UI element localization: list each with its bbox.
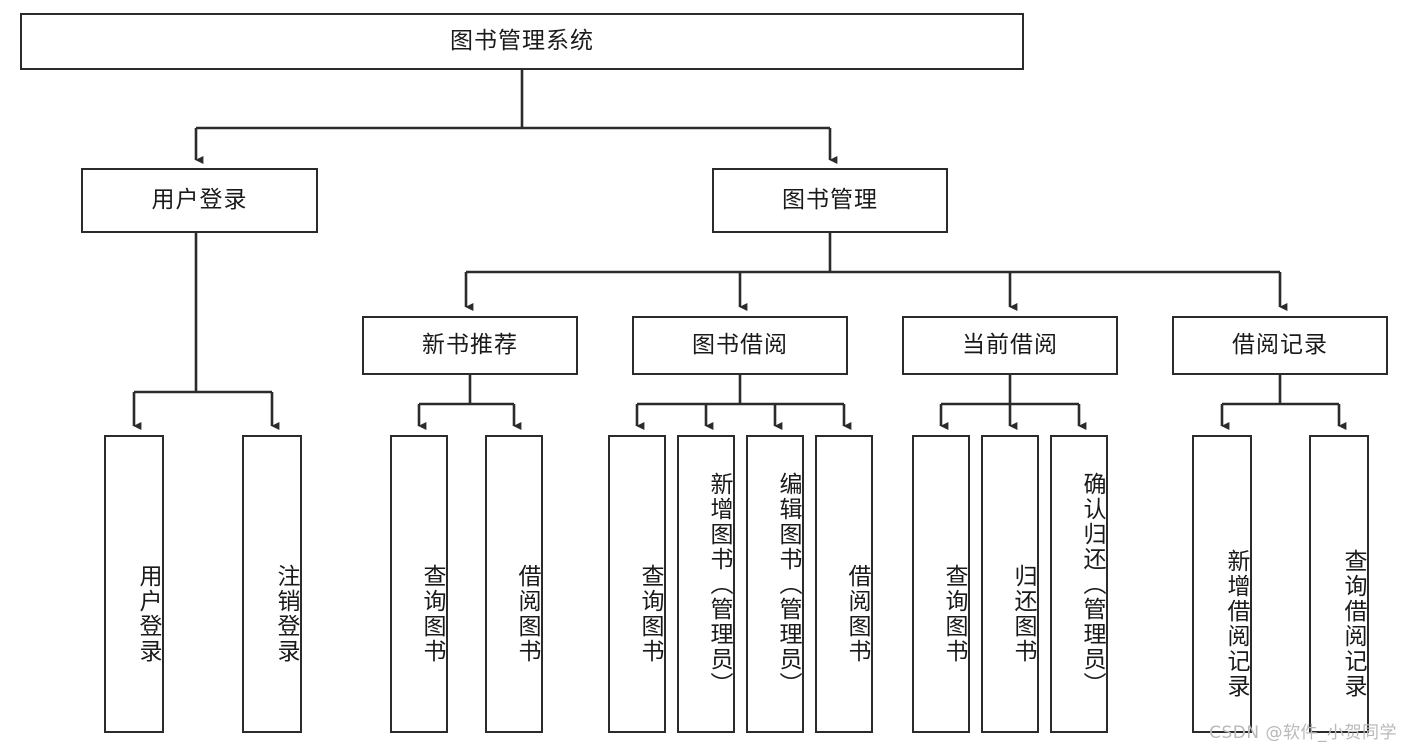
node-label: 归还图书 (1010, 564, 1036, 664)
node-label: 确认归还（管理员） (1079, 471, 1105, 697)
node-label: 查询图书 (419, 564, 445, 664)
node-label: 编辑图书（管理员） (775, 471, 801, 697)
node-label: 借阅记录 (1232, 331, 1328, 358)
leaf-confirm-return-admin[interactable]: 确认归还（管理员） (1050, 435, 1108, 733)
node-label: 图书借阅 (692, 331, 788, 358)
leaf-query-book-recommend[interactable]: 查询图书 (390, 435, 448, 733)
node-label: 新书推荐 (422, 331, 518, 358)
csdn-watermark: CSDN @软件_小贺同学 (1209, 723, 1397, 743)
leaf-add-book-admin[interactable]: 新增图书（管理员） (677, 435, 735, 733)
node-label: 借阅图书 (514, 564, 540, 664)
node-label: 借阅图书 (844, 564, 870, 664)
node-label: 查询图书 (941, 564, 967, 664)
node-book-management[interactable]: 图书管理 (712, 168, 948, 233)
leaf-logout[interactable]: 注销登录 (242, 435, 302, 733)
node-label: 注销登录 (273, 564, 299, 664)
node-label: 查询图书 (637, 564, 663, 664)
node-new-book-recommend[interactable]: 新书推荐 (362, 316, 578, 375)
leaf-query-book-current[interactable]: 查询图书 (912, 435, 970, 733)
leaf-edit-book-admin[interactable]: 编辑图书（管理员） (746, 435, 804, 733)
node-label: 用户登录 (135, 564, 161, 664)
node-book-borrow[interactable]: 图书借阅 (632, 316, 848, 375)
node-label: 新增图书（管理员） (706, 471, 732, 697)
leaf-borrow-book-recommend[interactable]: 借阅图书 (485, 435, 543, 733)
node-root-system[interactable]: 图书管理系统 (20, 13, 1024, 70)
leaf-user-login[interactable]: 用户登录 (104, 435, 164, 733)
node-borrow-record[interactable]: 借阅记录 (1172, 316, 1388, 375)
leaf-query-book-borrow[interactable]: 查询图书 (608, 435, 666, 733)
leaf-add-borrow-record[interactable]: 新增借阅记录 (1192, 435, 1252, 733)
node-label: 用户登录 (151, 186, 248, 213)
leaf-borrow-book[interactable]: 借阅图书 (815, 435, 873, 733)
node-label: 新增借阅记录 (1223, 549, 1249, 699)
node-label: 图书管理系统 (450, 27, 594, 54)
node-label: 当前借阅 (962, 331, 1058, 358)
node-label: 查询借阅记录 (1340, 549, 1366, 699)
leaf-query-borrow-record[interactable]: 查询借阅记录 (1309, 435, 1369, 733)
leaf-return-book[interactable]: 归还图书 (981, 435, 1039, 733)
node-label: 图书管理 (782, 186, 878, 213)
node-user-login[interactable]: 用户登录 (81, 168, 318, 233)
node-current-borrow[interactable]: 当前借阅 (902, 316, 1118, 375)
